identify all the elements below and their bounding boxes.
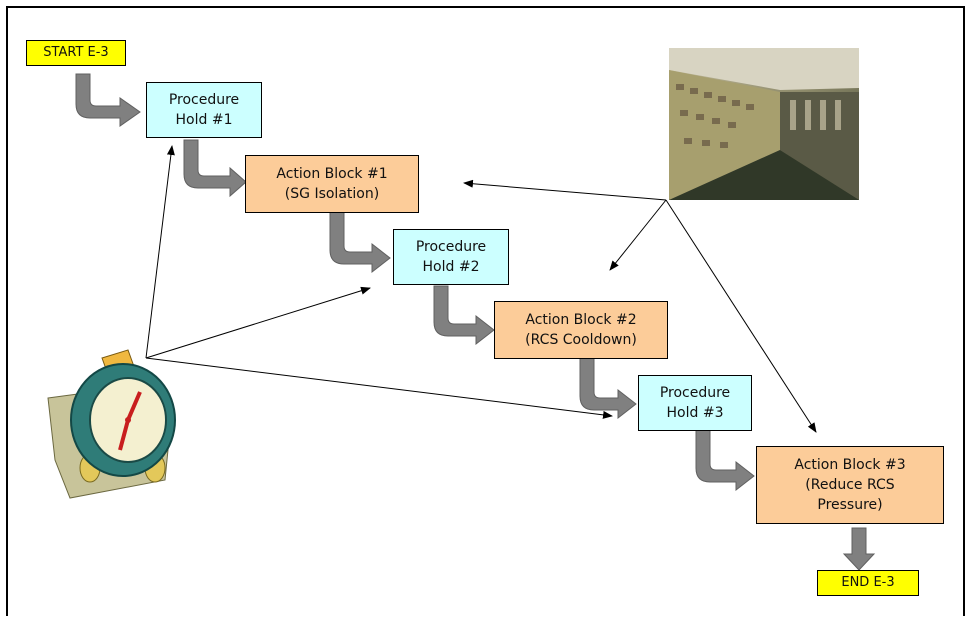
procedure-hold-3: Procedure Hold #3: [638, 375, 752, 431]
flow-arrow-hold2-to-action2: [433, 285, 495, 346]
flow-arrow-hold3-to-action3: [695, 427, 755, 492]
clock-arrow-to-hold3: [145, 357, 613, 419]
diagram-frame: [6, 6, 965, 616]
flow-arrows: [75, 73, 876, 571]
flow-arrow-hold1-to-action1: [183, 139, 247, 198]
clock-arrow-to-hold1: [145, 145, 175, 359]
room-arrow-to-action3: [665, 199, 817, 433]
flow-arrow-start-to-hold1: [75, 73, 141, 127]
pointer-arrows: [145, 145, 817, 433]
action-block-2: Action Block #2 (RCS Cooldown): [494, 301, 668, 359]
flow-arrow-action2-to-hold3: [579, 355, 637, 420]
flow-arrow-action3-to-end: [842, 527, 876, 571]
alarm-clock-image: [47, 349, 176, 499]
procedure-hold-1: Procedure Hold #1: [146, 82, 262, 138]
clock-arrow-to-hold2: [145, 286, 371, 359]
room-arrow-to-action1: [463, 179, 667, 201]
start-terminal: START E-3: [26, 40, 126, 66]
action-block-1: Action Block #1 (SG Isolation): [245, 155, 419, 213]
procedure-hold-2: Procedure Hold #2: [393, 229, 509, 285]
room-arrow-to-action2: [609, 199, 667, 271]
control-room-image: [669, 48, 859, 200]
action-block-3: Action Block #3 (Reduce RCS Pressure): [756, 446, 944, 524]
flow-arrow-action1-to-hold2: [329, 209, 391, 274]
end-terminal: END E-3: [817, 570, 919, 596]
